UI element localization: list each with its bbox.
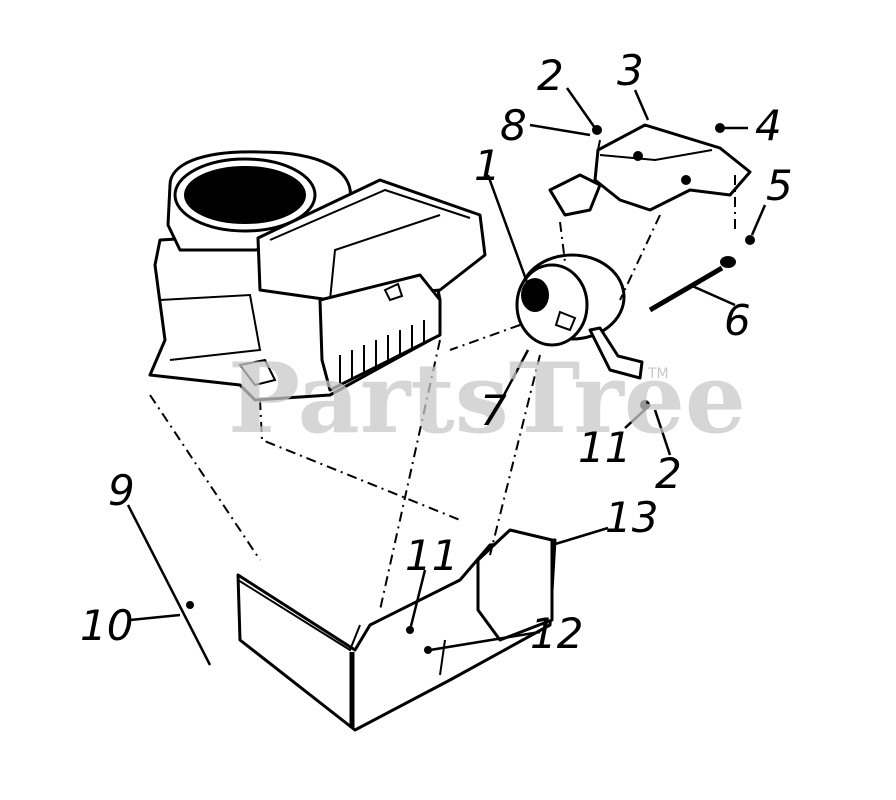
callout-6: 6 [724,296,751,345]
engine-assembly [148,150,487,402]
hardware [186,123,755,654]
watermark-brand: PartsTree [228,342,746,455]
callout-2-right: 2 [655,449,682,498]
callout-12: 12 [530,609,583,658]
leader-lines [126,87,767,666]
bolt [648,256,736,313]
watermark-trademark: TM [647,366,669,382]
engine-shield [236,528,557,732]
callout-2-top: 2 [537,51,564,100]
callout-9: 9 [108,466,135,515]
watermark: PartsTree TM [228,342,746,455]
cooling-fins [339,320,425,385]
callout-labels: 1 2 3 4 5 6 7 8 9 10 11 12 13 2 11 [80,46,793,658]
callout-5: 5 [766,161,793,210]
callout-11-bottom: 11 [405,531,458,580]
callout-4: 4 [755,101,782,150]
fuel-pump [515,253,644,380]
callout-11-right: 11 [578,423,631,472]
callout-1: 1 [474,141,501,190]
assembly-centerlines [149,139,736,611]
callout-7: 7 [480,386,507,435]
callout-8: 8 [500,101,527,150]
callout-3: 3 [617,46,644,95]
callout-10: 10 [80,601,133,650]
mounting-bracket [548,123,752,217]
callout-13: 13 [605,493,658,542]
